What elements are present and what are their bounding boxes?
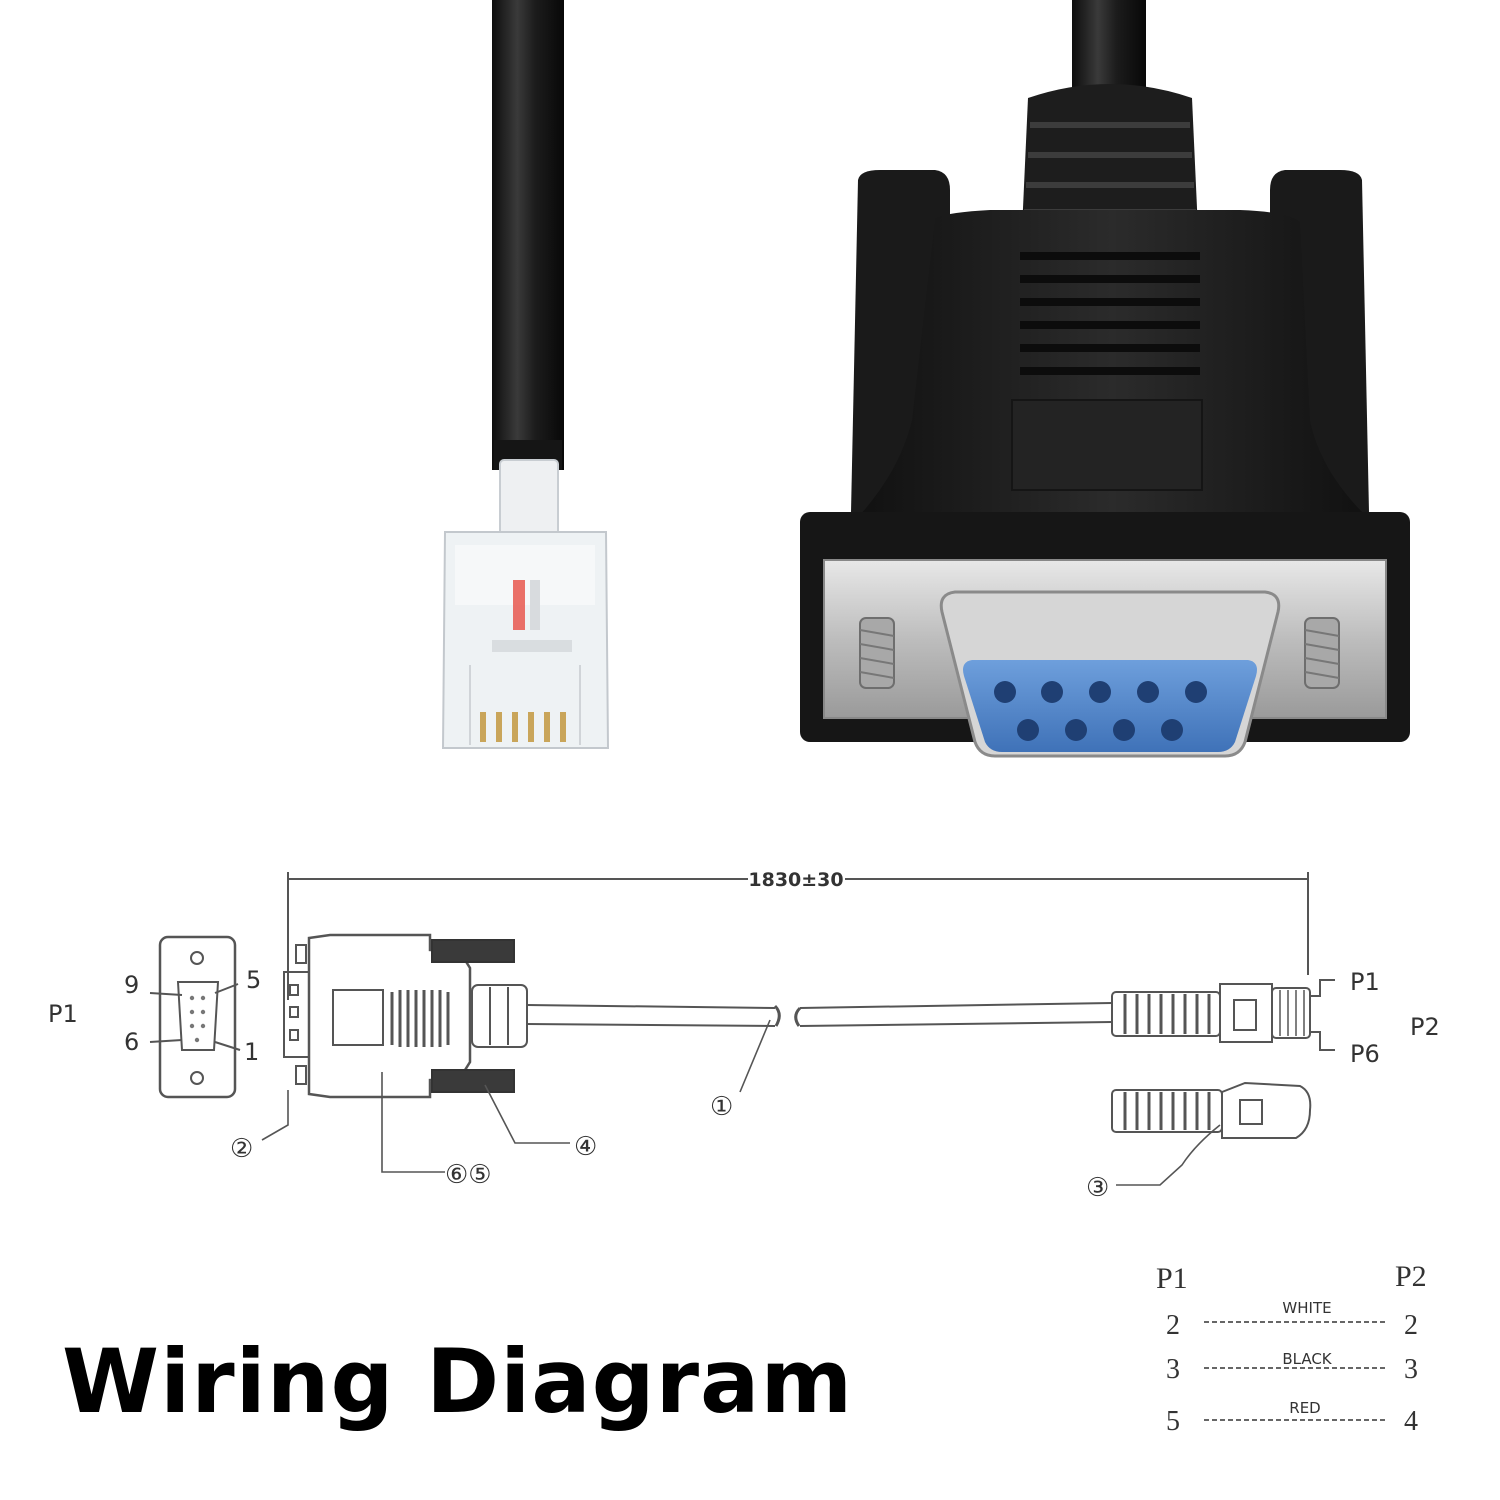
wiring-row-color: RED (1289, 1399, 1320, 1417)
wiring-row-color: WHITE (1282, 1299, 1331, 1317)
callout-4: ④ (574, 1132, 597, 1162)
wiring-row-to: 2 (1404, 1310, 1418, 1341)
wiring-row-from: 3 (1166, 1354, 1180, 1385)
db9-pin-label-9: 9 (124, 971, 139, 999)
db9-name-label: P1 (48, 1000, 78, 1028)
db9-side-view (283, 933, 528, 1099)
callout-leaders (261, 1019, 1221, 1186)
rj11-latch (499, 459, 559, 541)
wiring-row-to: 4 (1404, 1406, 1418, 1437)
rj11-plug-photo (441, 0, 610, 749)
db9-strain-relief (1022, 84, 1198, 230)
wiring-row: 2 WHITE 2 (1166, 1299, 1418, 1341)
rj11-red-wire (513, 580, 525, 630)
wiring-table: P1 P2 2 WHITE 2 3 BLACK 3 5 RED 4 (1156, 1260, 1427, 1437)
rj-plug-drawing (1111, 979, 1335, 1051)
dimension-label: 1830±30 (748, 869, 843, 891)
drawing-labels: 1830±30 P1 9 5 6 1 P1 P6 P2 ① ② ③ ④ ⑥⑤ (48, 866, 1440, 1203)
db9-cable (1072, 0, 1146, 100)
db9-face-view (149, 935, 241, 1099)
rj-pin-bottom-label: P6 (1350, 1040, 1380, 1068)
cable-line-drawing (149, 872, 1335, 1186)
rj11-contacts (480, 712, 566, 742)
wiring-row-to: 3 (1404, 1354, 1418, 1385)
db9-blue-insert (963, 660, 1257, 752)
db9-pin-label-1: 1 (244, 1038, 259, 1066)
db9-hood (860, 210, 1365, 515)
wiring-header-left: P1 (1156, 1262, 1188, 1295)
callout-6-5: ⑥⑤ (445, 1160, 492, 1190)
db9-hood-ribs (1020, 252, 1200, 375)
page-title: Wiring Diagram (62, 1330, 854, 1433)
wiring-row-color: BLACK (1282, 1350, 1332, 1368)
drawn-cable (526, 1002, 1113, 1027)
dimension-line (287, 872, 1309, 1000)
db9-pin-label-6: 6 (124, 1028, 139, 1056)
callout-1: ① (710, 1092, 733, 1122)
wiring-row: 3 BLACK 3 (1166, 1350, 1418, 1385)
wiring-row: 5 RED 4 (1166, 1399, 1418, 1437)
db9-thumbscrew-left (859, 617, 895, 689)
db9-pin-label-5: 5 (246, 966, 261, 994)
rj-name-label: P2 (1410, 1013, 1440, 1041)
wiring-row-from: 5 (1166, 1406, 1180, 1437)
wiring-header-right: P2 (1395, 1260, 1427, 1293)
db9-thumbscrew-right (1304, 617, 1340, 689)
callout-2: ② (230, 1134, 253, 1164)
callout-3: ③ (1086, 1173, 1109, 1203)
rj-pin-top-label: P1 (1350, 968, 1380, 996)
rj11-cable (492, 0, 564, 470)
rj-plug-detail-drawing (1111, 1081, 1312, 1139)
wiring-row-from: 2 (1166, 1310, 1180, 1341)
db9-socket-holes (994, 681, 1207, 741)
db9-connector-photo (800, 0, 1410, 758)
